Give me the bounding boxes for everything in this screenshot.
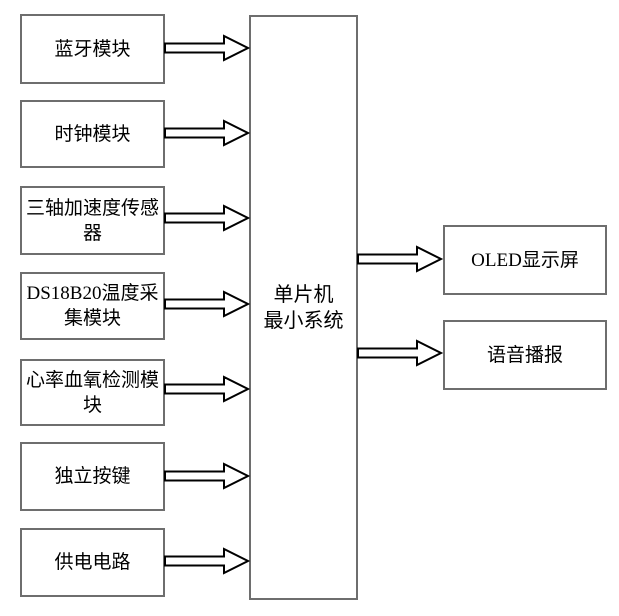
- arrow-heartrate-to-mcu: [164, 375, 250, 403]
- node-bluetooth-module: 蓝牙模块: [20, 14, 165, 84]
- node-clock-module: 时钟模块: [20, 100, 165, 168]
- arrow-ds18b20-to-mcu: [164, 290, 250, 318]
- node-independent-keys: 独立按键: [20, 442, 165, 511]
- node-accelerometer-module: 三轴加速度传感器: [20, 186, 165, 255]
- node-oled-display: OLED显示屏: [443, 225, 607, 295]
- node-heartrate-spo2-module: 心率血氧检测模块: [20, 359, 165, 426]
- arrow-power-to-mcu: [164, 547, 250, 575]
- node-power-supply-circuit: 供电电路: [20, 528, 165, 597]
- arrow-mcu-to-voice: [357, 339, 443, 367]
- arrow-keys-to-mcu: [164, 462, 250, 490]
- arrow-bluetooth-to-mcu: [164, 34, 250, 62]
- node-voice-broadcast: 语音播报: [443, 320, 607, 390]
- node-ds18b20-temperature-module: DS18B20温度采集模块: [20, 272, 165, 340]
- arrow-mcu-to-oled: [357, 245, 443, 273]
- arrow-accelerometer-to-mcu: [164, 204, 250, 232]
- arrow-clock-to-mcu: [164, 119, 250, 147]
- node-mcu-minimum-system: 单片机 最小系统: [249, 15, 358, 600]
